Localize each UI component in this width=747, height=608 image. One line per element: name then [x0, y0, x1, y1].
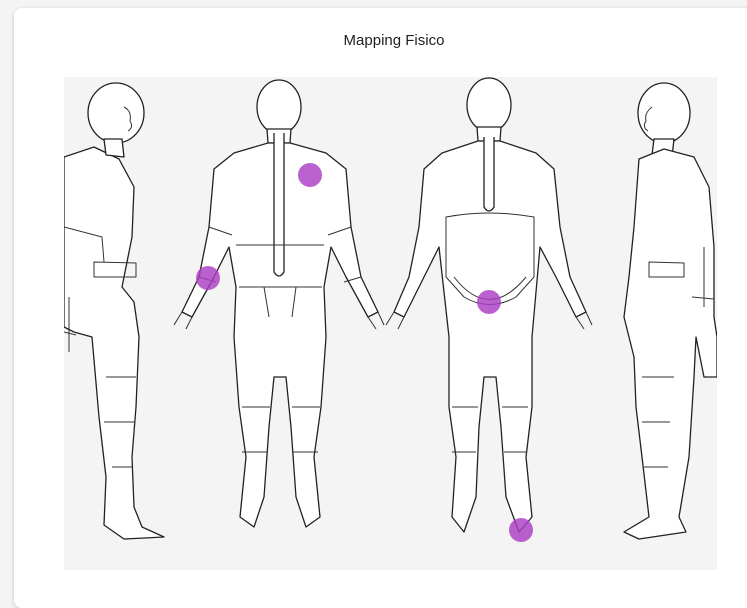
- pain-marker-back-shoulder[interactable]: [298, 163, 322, 187]
- figure-back: [174, 80, 384, 527]
- figure-side-right: [624, 83, 717, 539]
- pain-marker-front-abdomen[interactable]: [477, 290, 501, 314]
- body-map-image[interactable]: [64, 77, 717, 570]
- body-map-figures: [64, 77, 717, 570]
- figure-side-left: [64, 83, 164, 539]
- pain-marker-back-elbow[interactable]: [196, 266, 220, 290]
- card-title: Mapping Fisico: [14, 32, 747, 49]
- mapping-card: Mapping Fisico: [14, 8, 747, 608]
- pain-marker-front-foot[interactable]: [509, 518, 533, 542]
